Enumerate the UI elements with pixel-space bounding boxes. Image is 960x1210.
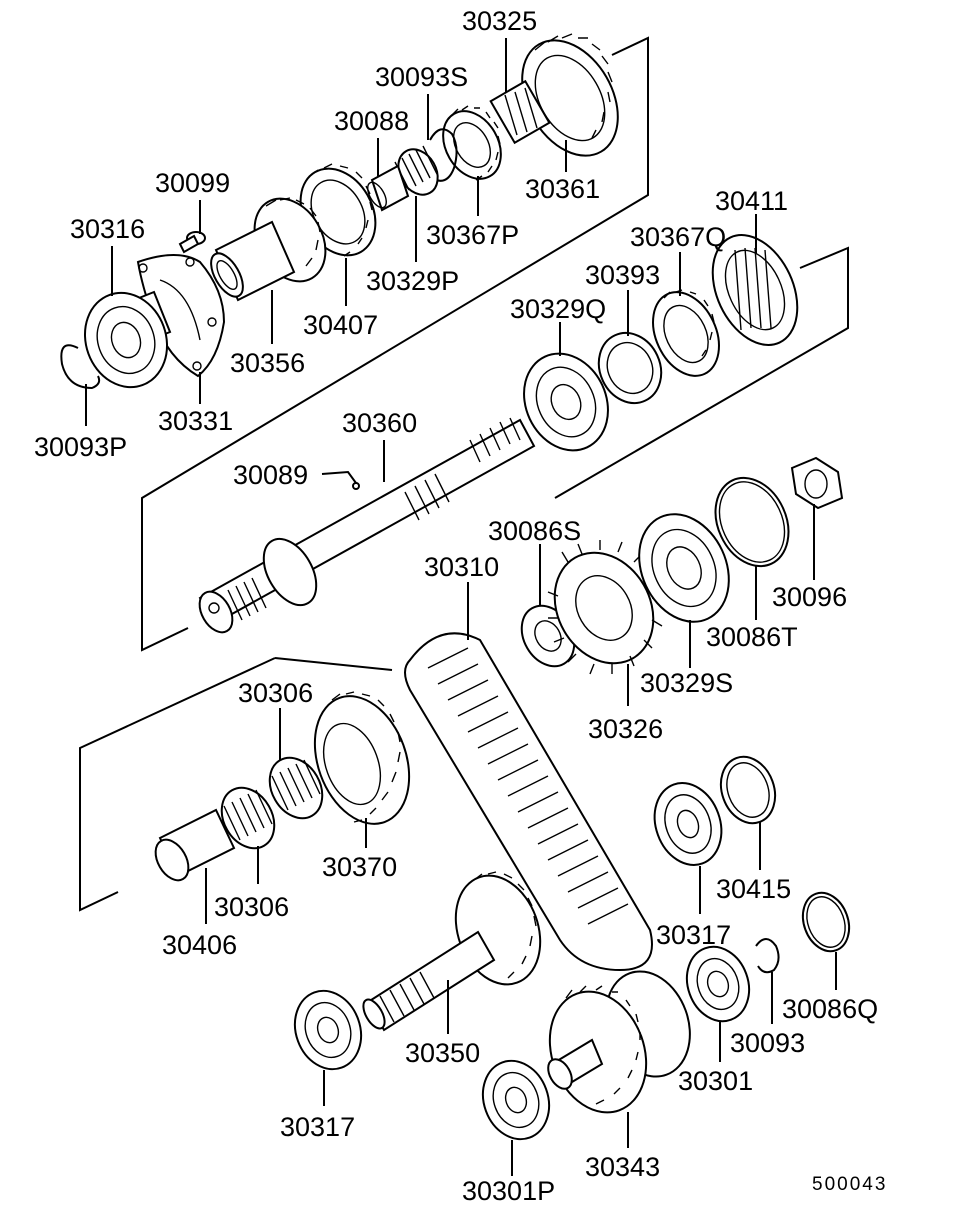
drawing-code: 500043 xyxy=(812,1174,887,1195)
label-30329P: 30329P xyxy=(366,266,459,296)
label-30306-upper: 30306 xyxy=(238,678,313,708)
ball-bearing-30316 xyxy=(83,290,172,389)
ball-bearing-30301 xyxy=(685,945,751,1023)
label-30406: 30406 xyxy=(162,930,237,960)
label-30411: 30411 xyxy=(715,186,788,216)
sync-ring-30367P xyxy=(442,105,502,181)
label-30325: 30325 xyxy=(462,6,537,36)
label-30331: 30331 xyxy=(158,406,233,436)
snap-ring-30093S xyxy=(429,128,458,182)
label-30301: 30301 xyxy=(678,1066,753,1096)
ball-bearing-30317b xyxy=(293,989,363,1071)
bolt-30099 xyxy=(178,231,206,254)
gear-sleeve-30356 xyxy=(210,197,327,302)
ball-bearing-30329S xyxy=(638,513,730,623)
label-30407: 30407 xyxy=(303,310,378,340)
group-brackets xyxy=(79,36,849,912)
label-30086T: 30086T xyxy=(706,622,798,652)
label-30093: 30093 xyxy=(730,1028,805,1058)
needle-bearing-30306a xyxy=(268,756,324,820)
label-30316: 30316 xyxy=(70,214,145,244)
ball-bearing-30301P xyxy=(481,1059,551,1141)
label-30361: 30361 xyxy=(525,174,600,204)
part-labels: 30325 30093S 30088 30099 30316 30361 303… xyxy=(34,6,887,1206)
label-30329S: 30329S xyxy=(640,668,733,698)
label-30301P: 30301P xyxy=(462,1176,555,1206)
label-30329Q: 30329Q xyxy=(510,294,606,324)
label-30306-lower: 30306 xyxy=(214,892,289,922)
o-ring-30086Q xyxy=(801,891,851,953)
washer-30415 xyxy=(719,755,777,825)
needle-bearing-30306b xyxy=(220,786,276,850)
drive-chain-30310 xyxy=(404,632,653,972)
ball-bearing-30329Q xyxy=(523,352,609,452)
sync-ring-30367Q xyxy=(652,289,720,377)
label-30099: 30099 xyxy=(155,168,230,198)
washer-30393 xyxy=(597,331,663,405)
label-30310: 30310 xyxy=(424,552,499,582)
gear-30325 xyxy=(489,33,619,157)
parts-artwork xyxy=(60,33,851,1141)
label-30326: 30326 xyxy=(588,714,663,744)
label-30086Q: 30086Q xyxy=(782,994,878,1024)
sleeve-30411 xyxy=(711,234,799,346)
label-30356: 30356 xyxy=(230,348,305,378)
label-30086S: 30086S xyxy=(488,516,581,546)
pin-30089 xyxy=(352,482,360,490)
label-30093S: 30093S xyxy=(375,62,468,92)
lock-nut-30096 xyxy=(790,456,844,510)
gear-30370 xyxy=(313,691,411,825)
label-30096: 30096 xyxy=(772,582,847,612)
helical-gear-30343 xyxy=(547,970,691,1114)
label-30350: 30350 xyxy=(405,1038,480,1068)
collar-30088 xyxy=(367,164,410,212)
label-30343: 30343 xyxy=(585,1152,660,1182)
label-30089: 30089 xyxy=(233,460,308,490)
label-30370: 30370 xyxy=(322,852,397,882)
snap-ring-30093 xyxy=(755,938,780,974)
collar-30406 xyxy=(154,808,236,882)
label-30367Q: 30367Q xyxy=(630,222,726,252)
gear-shaft-30350 xyxy=(362,871,542,1032)
ball-bearing-30317a xyxy=(653,782,723,866)
label-30093P: 30093P xyxy=(34,432,127,462)
main-shaft-30360 xyxy=(198,417,536,634)
label-30088: 30088 xyxy=(334,106,409,136)
leader-lines xyxy=(85,38,837,1176)
o-ring-30086T xyxy=(714,476,790,568)
label-30317-upper: 30317 xyxy=(656,920,731,950)
label-30415: 30415 xyxy=(716,874,791,904)
label-30367P: 30367P xyxy=(426,220,519,250)
label-30317-lower: 30317 xyxy=(280,1112,355,1142)
snap-ring-30093P xyxy=(60,344,101,390)
label-30393: 30393 xyxy=(585,260,660,290)
label-30360: 30360 xyxy=(342,408,417,438)
